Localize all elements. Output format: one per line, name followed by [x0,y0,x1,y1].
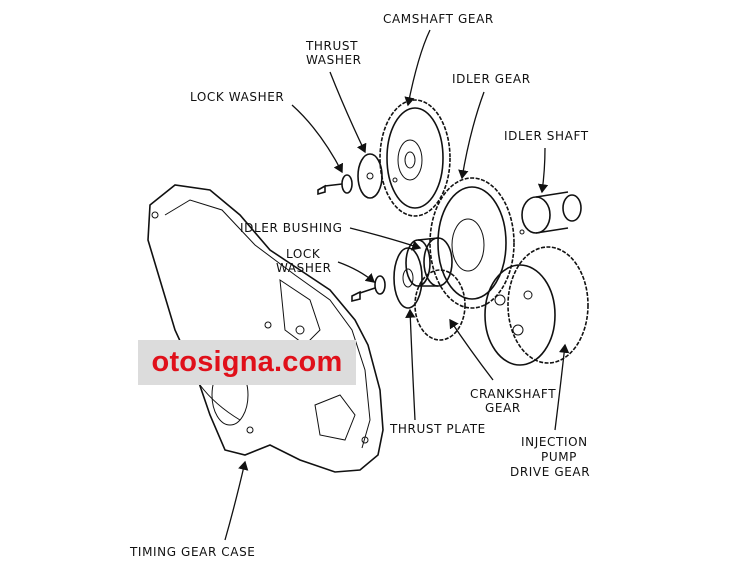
labels: CAMSHAFT GEAR THRUST WASHER LOCK WASHER … [129,12,590,559]
label-thrust-plate: THRUST PLATE [389,422,486,436]
label-thrust-washer-line2: WASHER [306,53,362,67]
idler-shaft [519,191,582,235]
label-thrust-washer-line1: THRUST [305,39,358,53]
label-camshaft-gear: CAMSHAFT GEAR [383,12,494,26]
injection-pump-drive-gear [484,246,589,366]
label-lock-washer-mid-line1: LOCK [286,247,321,261]
idler-gear [429,177,515,309]
thrust-washer [357,153,383,199]
label-injection-line2: PUMP [541,450,577,464]
camshaft-gear [379,99,451,217]
label-injection-line3: DRIVE GEAR [510,465,590,479]
leader-lines [224,29,570,541]
label-idler-gear: IDLER GEAR [452,72,531,86]
watermark-text: otosigna.com [151,346,343,378]
watermark-banner: otosigna.com [138,340,356,385]
label-crankshaft-gear-line2: GEAR [485,401,521,415]
label-timing-gear-case: TIMING GEAR CASE [129,545,255,559]
lock-washer-top [317,174,353,196]
label-idler-bushing: IDLER BUSHING [240,221,342,235]
label-lock-washer-mid-line2: WASHER [276,261,332,275]
label-crankshaft-gear-line1: CRANKSHAFT [470,387,556,401]
idler-bushing [405,237,453,287]
thrust-plate [393,247,423,309]
label-idler-shaft: IDLER SHAFT [504,129,589,143]
crankshaft-gear [414,269,466,341]
label-lock-washer-top: LOCK WASHER [190,90,284,104]
lock-washer-mid [351,275,386,303]
label-injection-line1: INJECTION [521,435,588,449]
